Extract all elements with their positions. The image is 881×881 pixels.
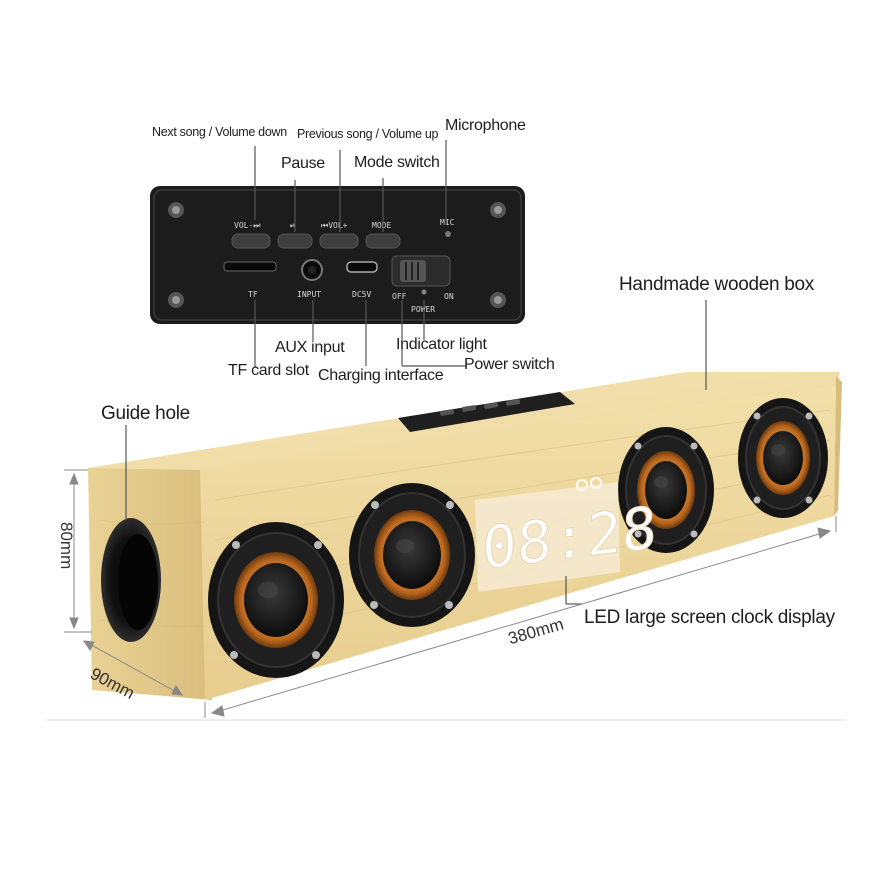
callout-indicator-light: Indicator light [396,336,487,353]
vol-minus-key [231,233,271,249]
input-label: INPUT [297,290,321,299]
callout-microphone: Microphone [445,117,526,134]
callout-power-switch: Power switch [464,356,555,373]
callout-pause: Pause [281,155,325,172]
speaker-2 [349,483,475,627]
off-label: OFF [392,292,407,301]
leader-lines [125,140,707,605]
usb-port [346,261,378,273]
mode-label: MODE [372,221,391,230]
tf-slot [223,261,277,272]
callout-led-display: LED large screen clock display [584,607,835,628]
mode-key [365,233,401,249]
callout-charging-interface: Charging interface [318,367,444,384]
dimension-height: 80mm [57,522,76,570]
power-label: POWER [411,305,435,314]
top-control-strip [398,392,575,432]
speaker-3 [618,427,714,553]
speaker-4 [738,398,828,518]
vol-plus-key [319,233,359,249]
indicator-led [421,289,427,295]
on-label: ON [444,292,454,301]
callout-guide-hole: Guide hole [101,403,190,424]
speaker-1 [208,522,344,678]
dimension-lines [45,469,845,721]
screw-icon [168,202,506,308]
mic-hole [445,231,451,237]
vol-minus-label: VOL-⏭ [234,221,260,230]
vol-plus-label: ⏮VOL+ [321,221,348,230]
callout-aux-input: AUX input [275,339,345,356]
pause-key [277,233,313,249]
dc-label: DC5V [352,290,371,299]
callout-tf-card-slot: TF card slot [228,362,309,379]
callout-mode-switch: Mode switch [354,154,440,171]
tf-label: TF [248,290,258,299]
guide-hole-port [101,518,161,642]
control-panel-closeup: VOL-⏭ ⏯ ⏮VOL+ MODE MIC TF INPUT DC5V OFF… [150,186,525,324]
play-pause-label: ⏯ [290,221,296,230]
callout-handmade-box: Handmade wooden box [619,274,814,295]
callout-previous-song: Previous song / Volume up [297,127,439,141]
mic-label: MIC [440,218,455,227]
callout-next-song: Next song / Volume down [152,125,287,139]
